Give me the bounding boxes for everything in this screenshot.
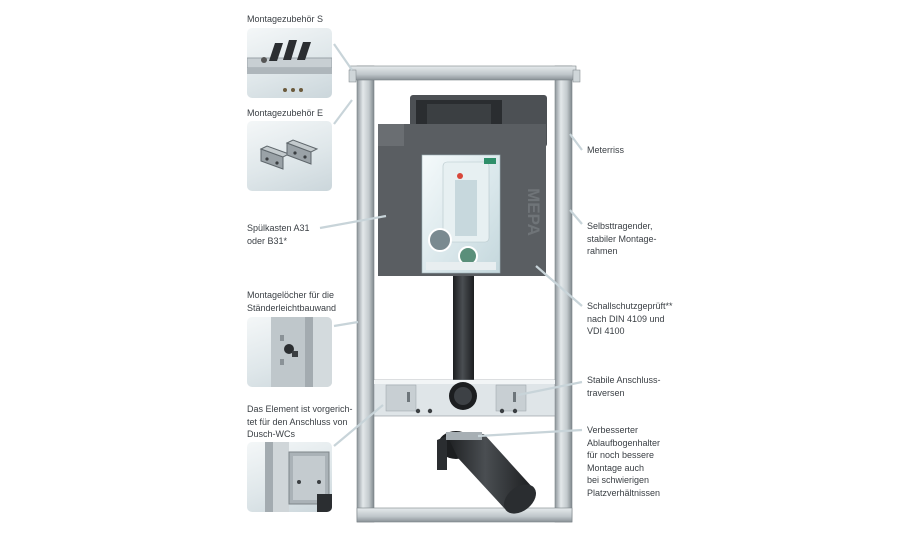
- label-element: Das Element ist vorgerich- tet für den A…: [247, 403, 353, 441]
- label-selbsttragend-line2: stabiler Montage-: [587, 233, 657, 244]
- bracket-s-icon: [247, 40, 332, 92]
- cistern-top: [410, 95, 547, 147]
- left-rail: [356, 65, 375, 523]
- label-meterriss-text: Meterriss: [587, 145, 625, 155]
- label-montageloecher-line2: Ständerleichtbauwand: [247, 302, 337, 313]
- label-spuelkasten-line1: Spülkasten A31: [247, 223, 310, 233]
- label-montagezubehoer-e: Montagezubehör E: [247, 107, 323, 120]
- right-rail: [554, 65, 573, 523]
- label-selbsttragend: Selbsttragender, stabiler Montage- rahme…: [587, 220, 657, 258]
- top-bar: [349, 65, 577, 81]
- leader-lines: [319, 43, 583, 447]
- label-spuelkasten: Spülkasten A31 oder B31*: [247, 222, 310, 247]
- label-element-line1: Das Element ist vorgerich-: [247, 404, 353, 414]
- label-montagezubehoer-s: Montagezubehör S: [247, 13, 323, 26]
- label-schallschutz-line1: Schallschutzgeprüft**: [587, 301, 673, 311]
- label-ablauf-line4: Montage auch: [587, 462, 645, 473]
- label-spuelkasten-line2: oder B31*: [247, 235, 288, 246]
- label-montageloecher: Montagelöcher für die Ständerleichtbauwa…: [247, 289, 336, 314]
- label-ablauf-line6: Platzverhältnissen: [587, 487, 661, 498]
- brand-text: MEPA: [524, 188, 543, 236]
- label-schallschutz-line3: VDI 4100: [587, 326, 625, 336]
- label-meterriss: Meterriss: [587, 144, 624, 157]
- drain-elbow: [437, 431, 536, 514]
- mounting-hole-icon: [271, 317, 332, 387]
- bottom-bar: [356, 507, 573, 523]
- label-traversen-line2: traversen: [587, 387, 625, 398]
- thumb-element: [247, 442, 332, 512]
- traverse-bar: [373, 379, 556, 417]
- cistern-front-panel: [421, 154, 501, 274]
- thumb-montagezubehoer-s: [247, 28, 332, 98]
- label-element-line2: tet für den Anschluss von: [247, 416, 348, 427]
- flush-valve-green: [446, 126, 470, 136]
- label-traversen-line1: Stabile Anschluss-: [587, 375, 661, 385]
- label-schallschutz: Schallschutzgeprüft** nach DIN 4109 und …: [587, 300, 673, 338]
- label-montageloecher-line1: Montagelöcher für die: [247, 290, 335, 300]
- shower-wc-bracket-icon: [265, 442, 332, 512]
- down-pipe: [453, 276, 474, 380]
- label-selbsttragend-line1: Selbsttragender,: [587, 221, 653, 231]
- thumb-montageloecher: [247, 317, 332, 387]
- label-montagezubehoer-s-text: Montagezubehör S: [247, 14, 324, 24]
- cistern-body: [378, 124, 546, 276]
- bracket-e-icon: [259, 139, 319, 170]
- thumb-montagezubehoer-e: [247, 121, 332, 191]
- label-selbsttragend-line3: rahmen: [587, 246, 618, 256]
- label-ablauf: Verbesserter Ablaufbogenhalter für noch …: [587, 424, 660, 499]
- label-montagezubehoer-e-text: Montagezubehör E: [247, 108, 324, 118]
- label-ablauf-line5: bei schwierigen: [587, 475, 650, 485]
- label-schallschutz-line2: nach DIN 4109 und: [587, 313, 665, 324]
- label-ablauf-line3: für noch bessere: [587, 450, 655, 460]
- label-ablauf-line1: Verbesserter: [587, 425, 639, 435]
- label-ablauf-line2: Ablaufbogenhalter: [587, 437, 661, 448]
- label-traversen: Stabile Anschluss- traversen: [587, 374, 661, 399]
- label-element-line3: Dusch-WCs: [247, 429, 296, 439]
